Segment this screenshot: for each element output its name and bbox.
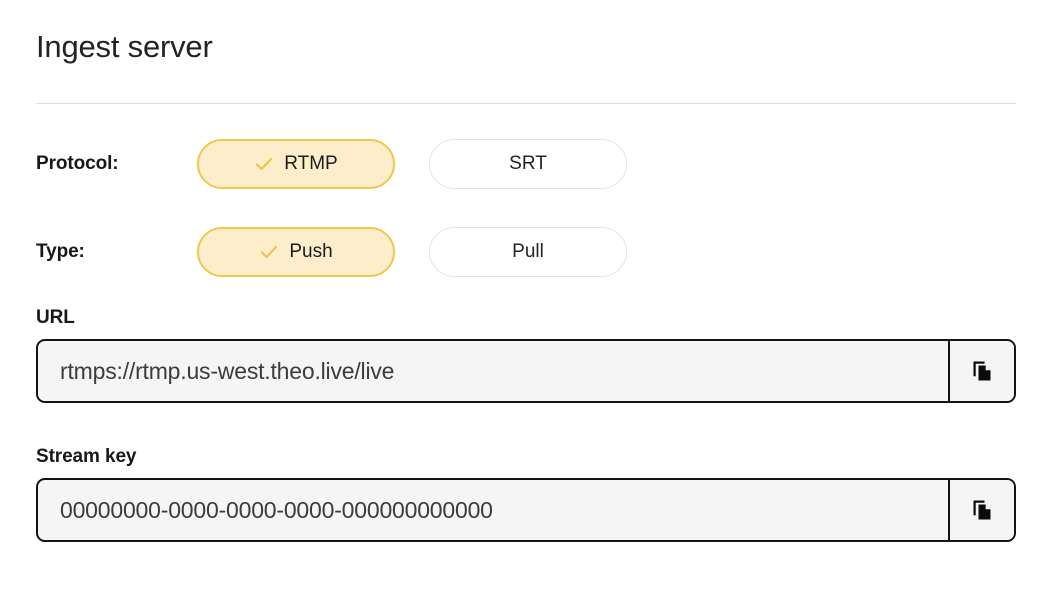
page-title: Ingest server xyxy=(36,29,213,64)
type-option-push-label: Push xyxy=(289,241,333,262)
protocol-option-rtmp[interactable]: RTMP xyxy=(197,139,395,189)
type-label: Type: xyxy=(36,241,85,262)
type-option-push[interactable]: Push xyxy=(197,227,395,277)
check-icon xyxy=(254,154,274,174)
copy-url-button[interactable] xyxy=(948,341,1014,401)
type-option-pull-label: Pull xyxy=(512,241,544,262)
type-option-pull[interactable]: Pull xyxy=(429,227,627,277)
url-field-group: URL rtmps://rtmp.us-west.theo.live/live xyxy=(36,307,1016,403)
stream-key-field-box: 00000000-0000-0000-0000-000000000000 xyxy=(36,478,1016,542)
copy-stream-key-button[interactable] xyxy=(948,480,1014,540)
copy-icon xyxy=(969,358,995,384)
url-field-box: rtmps://rtmp.us-west.theo.live/live xyxy=(36,339,1016,403)
protocol-label: Protocol: xyxy=(36,153,119,174)
url-label: URL xyxy=(36,307,75,328)
url-input[interactable]: rtmps://rtmp.us-west.theo.live/live xyxy=(60,357,395,384)
copy-icon xyxy=(969,497,995,523)
stream-key-field-group: Stream key 00000000-0000-0000-0000-00000… xyxy=(36,446,1016,542)
stream-key-input[interactable]: 00000000-0000-0000-0000-000000000000 xyxy=(60,496,493,523)
header-divider xyxy=(36,103,1016,104)
protocol-option-srt-label: SRT xyxy=(509,153,547,174)
check-icon xyxy=(259,242,279,262)
stream-key-label: Stream key xyxy=(36,446,137,467)
protocol-option-srt[interactable]: SRT xyxy=(429,139,627,189)
protocol-option-rtmp-label: RTMP xyxy=(284,153,338,174)
protocol-row: Protocol: RTMP SRT xyxy=(36,139,627,189)
type-row: Type: Push Pull xyxy=(36,227,627,277)
